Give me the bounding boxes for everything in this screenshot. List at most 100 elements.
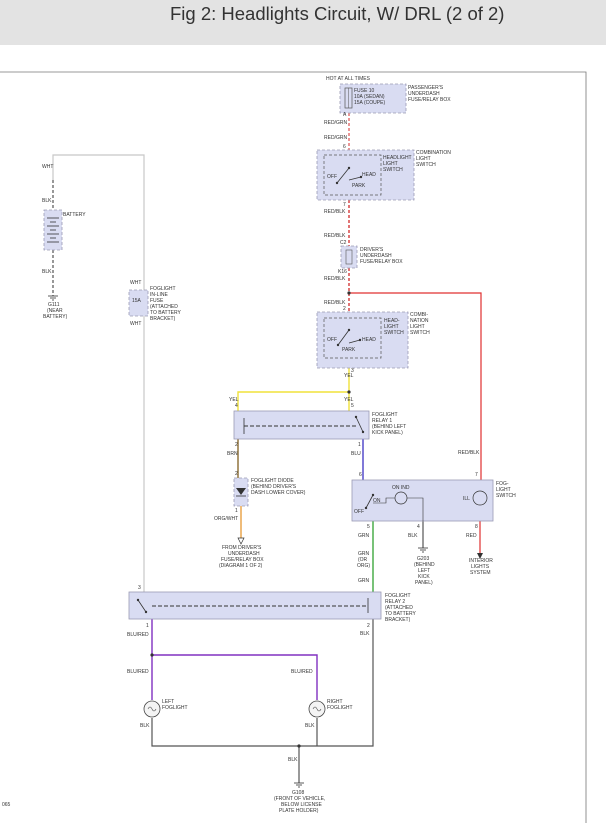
pin-k16: K16 [338, 269, 347, 275]
wl-red-blk-4: RED/BLK [324, 300, 346, 306]
interior-arrow-icon [477, 553, 483, 559]
label-relay2-2: RELAY 2 [385, 599, 405, 605]
label-drv-box-3: FUSE/RELAY BOX [360, 259, 403, 265]
switch2-arm [337, 329, 350, 346]
wire-blk-left-fog [151, 619, 374, 747]
wl-blk-bat2: BLK [42, 269, 52, 275]
relay2-box [128, 591, 382, 620]
battery-cells [47, 217, 59, 243]
component-labels: HOT AT ALL TIMES PASSENGER'S UNDERDASH F… [2, 76, 516, 814]
label-g203-2: (BEHIND [414, 562, 435, 568]
pin-1d: 1 [235, 508, 238, 514]
label-fuse10-1: FUSE 10 [354, 88, 375, 94]
wl-grn-2: GRN [358, 551, 370, 557]
wl-red-sw: RED [466, 533, 477, 539]
label-g111-2: (NEAR [47, 308, 63, 314]
label-relay1-1: FOGLIGHT [372, 412, 398, 418]
label-relay2-3: (ATTACHED [385, 605, 413, 611]
label-left-fog-2: FOGLIGHT [162, 705, 188, 711]
label-fl-fuse-5: TO BATTERY [150, 310, 182, 316]
label-g108-1: G108 [292, 790, 304, 796]
wl-grn-or-2: ORG) [357, 563, 370, 569]
label-from-drv-4: (DIAGRAM 1 OF 2) [219, 563, 263, 569]
label-interior-2: LIGHTS [471, 564, 490, 570]
label-fog-sw-1: FOG- [496, 481, 509, 487]
wl-yel-3: YEL [344, 397, 354, 403]
fl-fuse-box [128, 289, 149, 317]
label-fuse10-3: 15A (COUPE) [354, 100, 385, 106]
label-fuse10-2: 10A (SEDAN) [354, 94, 385, 100]
wl-brn: BRN [227, 451, 238, 457]
wl-blk-sw: BLK [408, 533, 418, 539]
label-sw1-off: OFF [327, 174, 337, 180]
pin-5s: 5 [367, 524, 370, 530]
label-right-fog-1: RIGHT [327, 699, 343, 705]
label-combo1-3: SWITCH [416, 162, 436, 168]
fog-switch-arm [365, 494, 374, 509]
label-relay2-5: BRACKET) [385, 617, 411, 623]
wl-blu-red-1: BLU/RED [127, 632, 149, 638]
pin-6s: 6 [359, 472, 362, 478]
pin-1r2: 1 [146, 623, 149, 629]
hls2-inner [323, 317, 382, 359]
wl-blu: BLU [351, 451, 361, 457]
combo2-box [316, 311, 409, 369]
relay1-contact [355, 416, 364, 433]
label-sw1-head: HEAD [362, 172, 376, 178]
pin-3r2: 3 [138, 585, 141, 591]
label-g203-3: LEFT [418, 568, 430, 574]
label-pass-box-2: UNDERDASH [408, 91, 440, 97]
label-combo1-2: LIGHT [416, 156, 431, 162]
label-hls2-1: HEAD- [384, 318, 400, 324]
label-hls1-3: SWITCH [383, 167, 403, 173]
label-hls2-3: SWITCH [384, 330, 404, 336]
label-combo2-1: COMBI- [410, 312, 428, 318]
pin-c2: C2 [340, 240, 347, 246]
wl-blk-lf: BLK [140, 723, 150, 729]
wl-org-wht: ORG/WHT [214, 516, 238, 522]
label-sw2-head: HEAD [362, 337, 376, 343]
wl-blu-red-2: BLU/RED [127, 669, 149, 675]
label-g203-1: G203 [417, 556, 429, 562]
splice-blk-g108 [297, 744, 301, 748]
label-from-drv-2: UNDERDASH [228, 551, 260, 557]
wl-wht-3: WHT [130, 321, 141, 327]
label-interior-3: SYSTEM [470, 570, 491, 576]
label-diode-2: (BEHIND DRIVER'S [251, 484, 297, 490]
label-combo2-2: NATION [410, 318, 429, 324]
from-drv-arrow-icon [237, 537, 245, 545]
ground-g111-icon [48, 295, 58, 301]
label-combo2-4: SWITCH [410, 330, 430, 336]
label-sw2-off: OFF [327, 337, 337, 343]
pin-7s: 7 [475, 472, 478, 478]
wire-color-labels: RED/GRN RED/GRN RED/BLK RED/BLK RED/BLK … [42, 120, 480, 763]
wl-yel-2: YEL [229, 397, 239, 403]
pin-2a: 2 [343, 306, 346, 312]
label-hls2-2: LIGHT [384, 324, 399, 330]
label-fog-on: ON [373, 498, 381, 504]
wl-grn-3: GRN [358, 578, 370, 584]
label-combo1-1: COMBINATION [416, 150, 451, 156]
label-hls1-1: HEADLIGHT [383, 155, 412, 161]
pin-8s: 8 [475, 524, 478, 530]
label-g203-5: PANEL) [415, 580, 433, 586]
wl-blk-rf: BLK [305, 723, 315, 729]
pin-2r2: 2 [367, 623, 370, 629]
label-corner-id: 065 [2, 802, 11, 808]
wl-red-blk-5: RED/BLK [458, 450, 480, 456]
wl-blu-red-3: BLU/RED [291, 669, 313, 675]
pin-1r: 1 [358, 442, 361, 448]
wl-blk-bat1: BLK [42, 198, 52, 204]
pin-5r: 5 [351, 403, 354, 409]
wl-red-grn-1: RED/GRN [324, 120, 347, 126]
label-g203-4: KICK [418, 574, 430, 580]
label-fl-fuse-amp: 15A [132, 298, 142, 304]
ground-g108-icon [294, 782, 304, 788]
wl-grn-or-1: (OR [358, 557, 368, 563]
label-from-drv-3: FUSE/RELAY BOX [221, 557, 264, 563]
label-sw1-park: PARK [352, 183, 366, 189]
label-hls1-2: LIGHT [383, 161, 398, 167]
label-fl-fuse-4: (ATTACHED [150, 304, 178, 310]
label-fog-sw-3: SWITCH [496, 493, 516, 499]
label-g108-2: (FRONT OF VEHICLE, [274, 796, 325, 802]
